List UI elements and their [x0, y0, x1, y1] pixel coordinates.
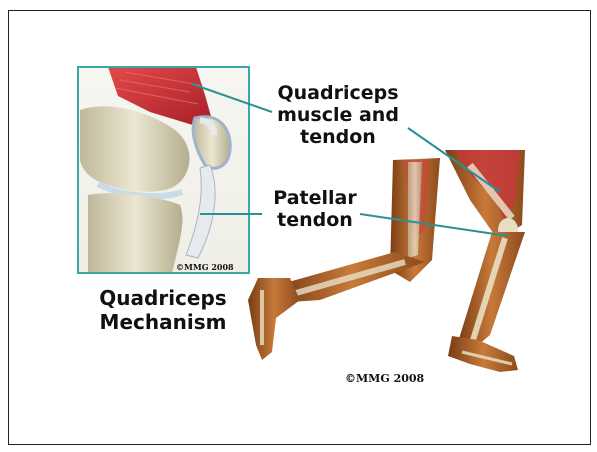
knee-closeup-inset	[78, 67, 249, 273]
label-line: Quadriceps	[78, 286, 248, 310]
label-quadriceps-muscle-and-tendon: Quadriceps muscle and tendon	[258, 82, 418, 148]
label-line: Patellar	[255, 187, 375, 209]
inset-copyright: ©MMG 2008	[176, 262, 234, 272]
label-line: tendon	[258, 126, 418, 148]
label-quadriceps-mechanism: Quadriceps Mechanism	[78, 286, 248, 334]
running-legs	[248, 150, 525, 372]
label-line: tendon	[255, 209, 375, 231]
label-line: Quadriceps	[258, 82, 418, 104]
label-line: muscle and	[258, 104, 418, 126]
tibia-bone	[88, 193, 182, 273]
label-patellar-tendon: Patellar tendon	[255, 187, 375, 231]
back-leg-foot	[248, 278, 300, 360]
front-leg-shin	[458, 232, 525, 352]
label-line: Mechanism	[78, 310, 248, 334]
front-leg-foot	[448, 336, 518, 372]
main-copyright: ©MMG 2008	[345, 372, 424, 385]
